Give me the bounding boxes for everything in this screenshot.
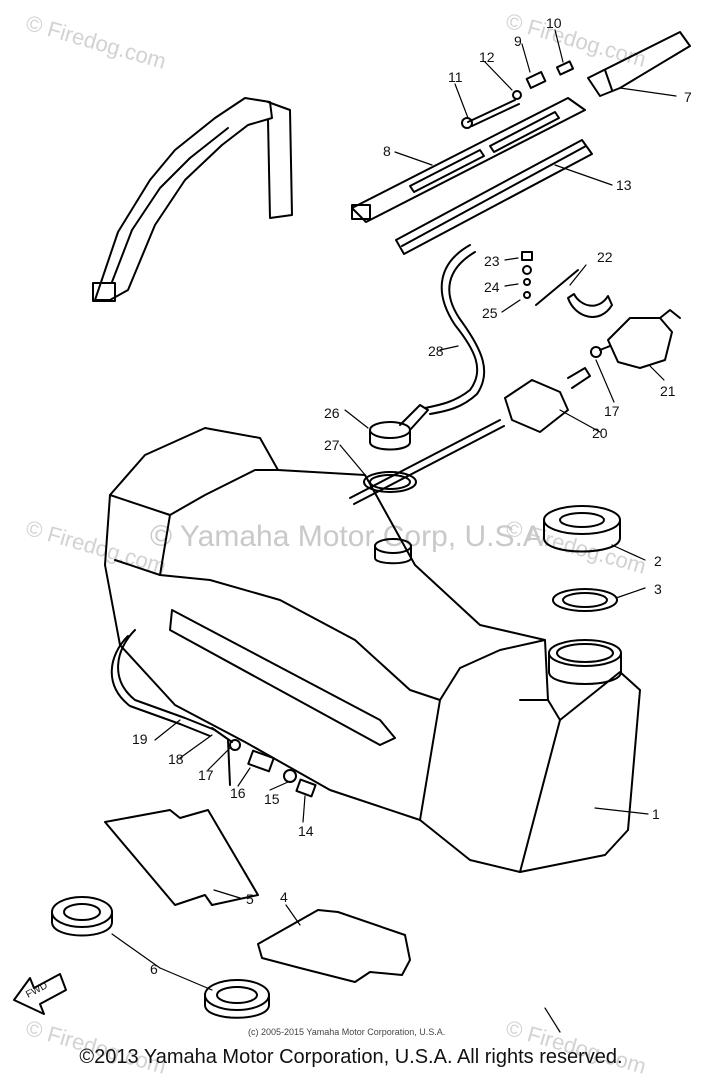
callout-21: 21 xyxy=(660,383,676,399)
callout-3: 3 xyxy=(654,581,662,597)
callout-25: 25 xyxy=(482,305,498,321)
callout-18: 18 xyxy=(168,751,184,767)
bolt-11 xyxy=(461,99,520,129)
collar-9 xyxy=(525,71,547,89)
callout-labels: 1 2 3 4 5 6 7 8 9 10 11 12 13 14 15 16 1… xyxy=(24,15,692,1001)
filter-21 xyxy=(590,309,681,369)
pad-5 xyxy=(104,809,259,906)
callout-9: 9 xyxy=(514,33,522,49)
band-8 xyxy=(351,97,586,223)
watermark-center: © Yamaha Motor Corp, U.S.A. xyxy=(150,520,552,553)
callout-28: 28 xyxy=(428,343,444,359)
spacer-6-right xyxy=(204,979,270,1019)
callout-8: 8 xyxy=(383,143,391,159)
callout-16: 16 xyxy=(230,785,246,801)
cap-2 xyxy=(543,505,621,553)
spacer-6-left xyxy=(51,896,113,937)
leader-lines xyxy=(111,29,677,1033)
pad-13 xyxy=(395,139,593,255)
cap-26 xyxy=(369,404,429,451)
footer-copyright: ©2013 Yamaha Motor Corporation, U.S.A. A… xyxy=(79,1046,623,1068)
strap-7 xyxy=(587,31,691,97)
callout-4: 4 xyxy=(280,889,288,905)
pin-10 xyxy=(555,60,575,76)
callout-20: 20 xyxy=(592,425,608,441)
callout-5: 5 xyxy=(246,891,254,907)
inner-copyright: (c) 2005-2015 Yamaha Motor Corporation, … xyxy=(248,1027,446,1037)
callout-17b: 17 xyxy=(604,403,620,419)
line-20 xyxy=(349,367,591,505)
pad-4 xyxy=(257,909,411,983)
left-strap xyxy=(92,97,293,302)
hose-19 xyxy=(110,629,216,737)
callout-1: 1 xyxy=(652,806,660,822)
hose-28 xyxy=(424,244,479,409)
joint-16 xyxy=(247,749,275,773)
ring-27 xyxy=(363,471,417,493)
screw-23 xyxy=(521,251,533,299)
valve-14 xyxy=(295,778,317,798)
callout-27: 27 xyxy=(324,437,340,453)
clip-17 xyxy=(229,739,241,751)
callout-6: 6 xyxy=(150,961,158,977)
gasket-15 xyxy=(283,769,297,783)
callout-17: 17 xyxy=(198,767,214,783)
callout-12: 12 xyxy=(479,49,495,65)
callout-23: 23 xyxy=(484,253,500,269)
callout-26: 26 xyxy=(324,405,340,421)
callout-10: 10 xyxy=(546,15,562,31)
clamp-22 xyxy=(535,269,613,318)
callout-24: 24 xyxy=(484,279,500,295)
callout-11: 11 xyxy=(448,69,463,85)
callout-14: 14 xyxy=(298,823,314,839)
tank-1 xyxy=(104,427,641,873)
pipe-18 xyxy=(211,727,233,743)
callout-7: 7 xyxy=(684,89,692,105)
fwd-arrow xyxy=(13,973,67,1015)
callout-19: 19 xyxy=(132,731,148,747)
callout-22: 22 xyxy=(597,249,613,265)
filler-neck xyxy=(548,639,622,685)
callout-13: 13 xyxy=(616,177,632,193)
callout-15: 15 xyxy=(264,791,280,807)
gasket-3 xyxy=(552,588,618,612)
callout-2: 2 xyxy=(654,553,662,569)
fwd-label: FWD xyxy=(24,980,49,1000)
washer-12 xyxy=(512,90,522,100)
